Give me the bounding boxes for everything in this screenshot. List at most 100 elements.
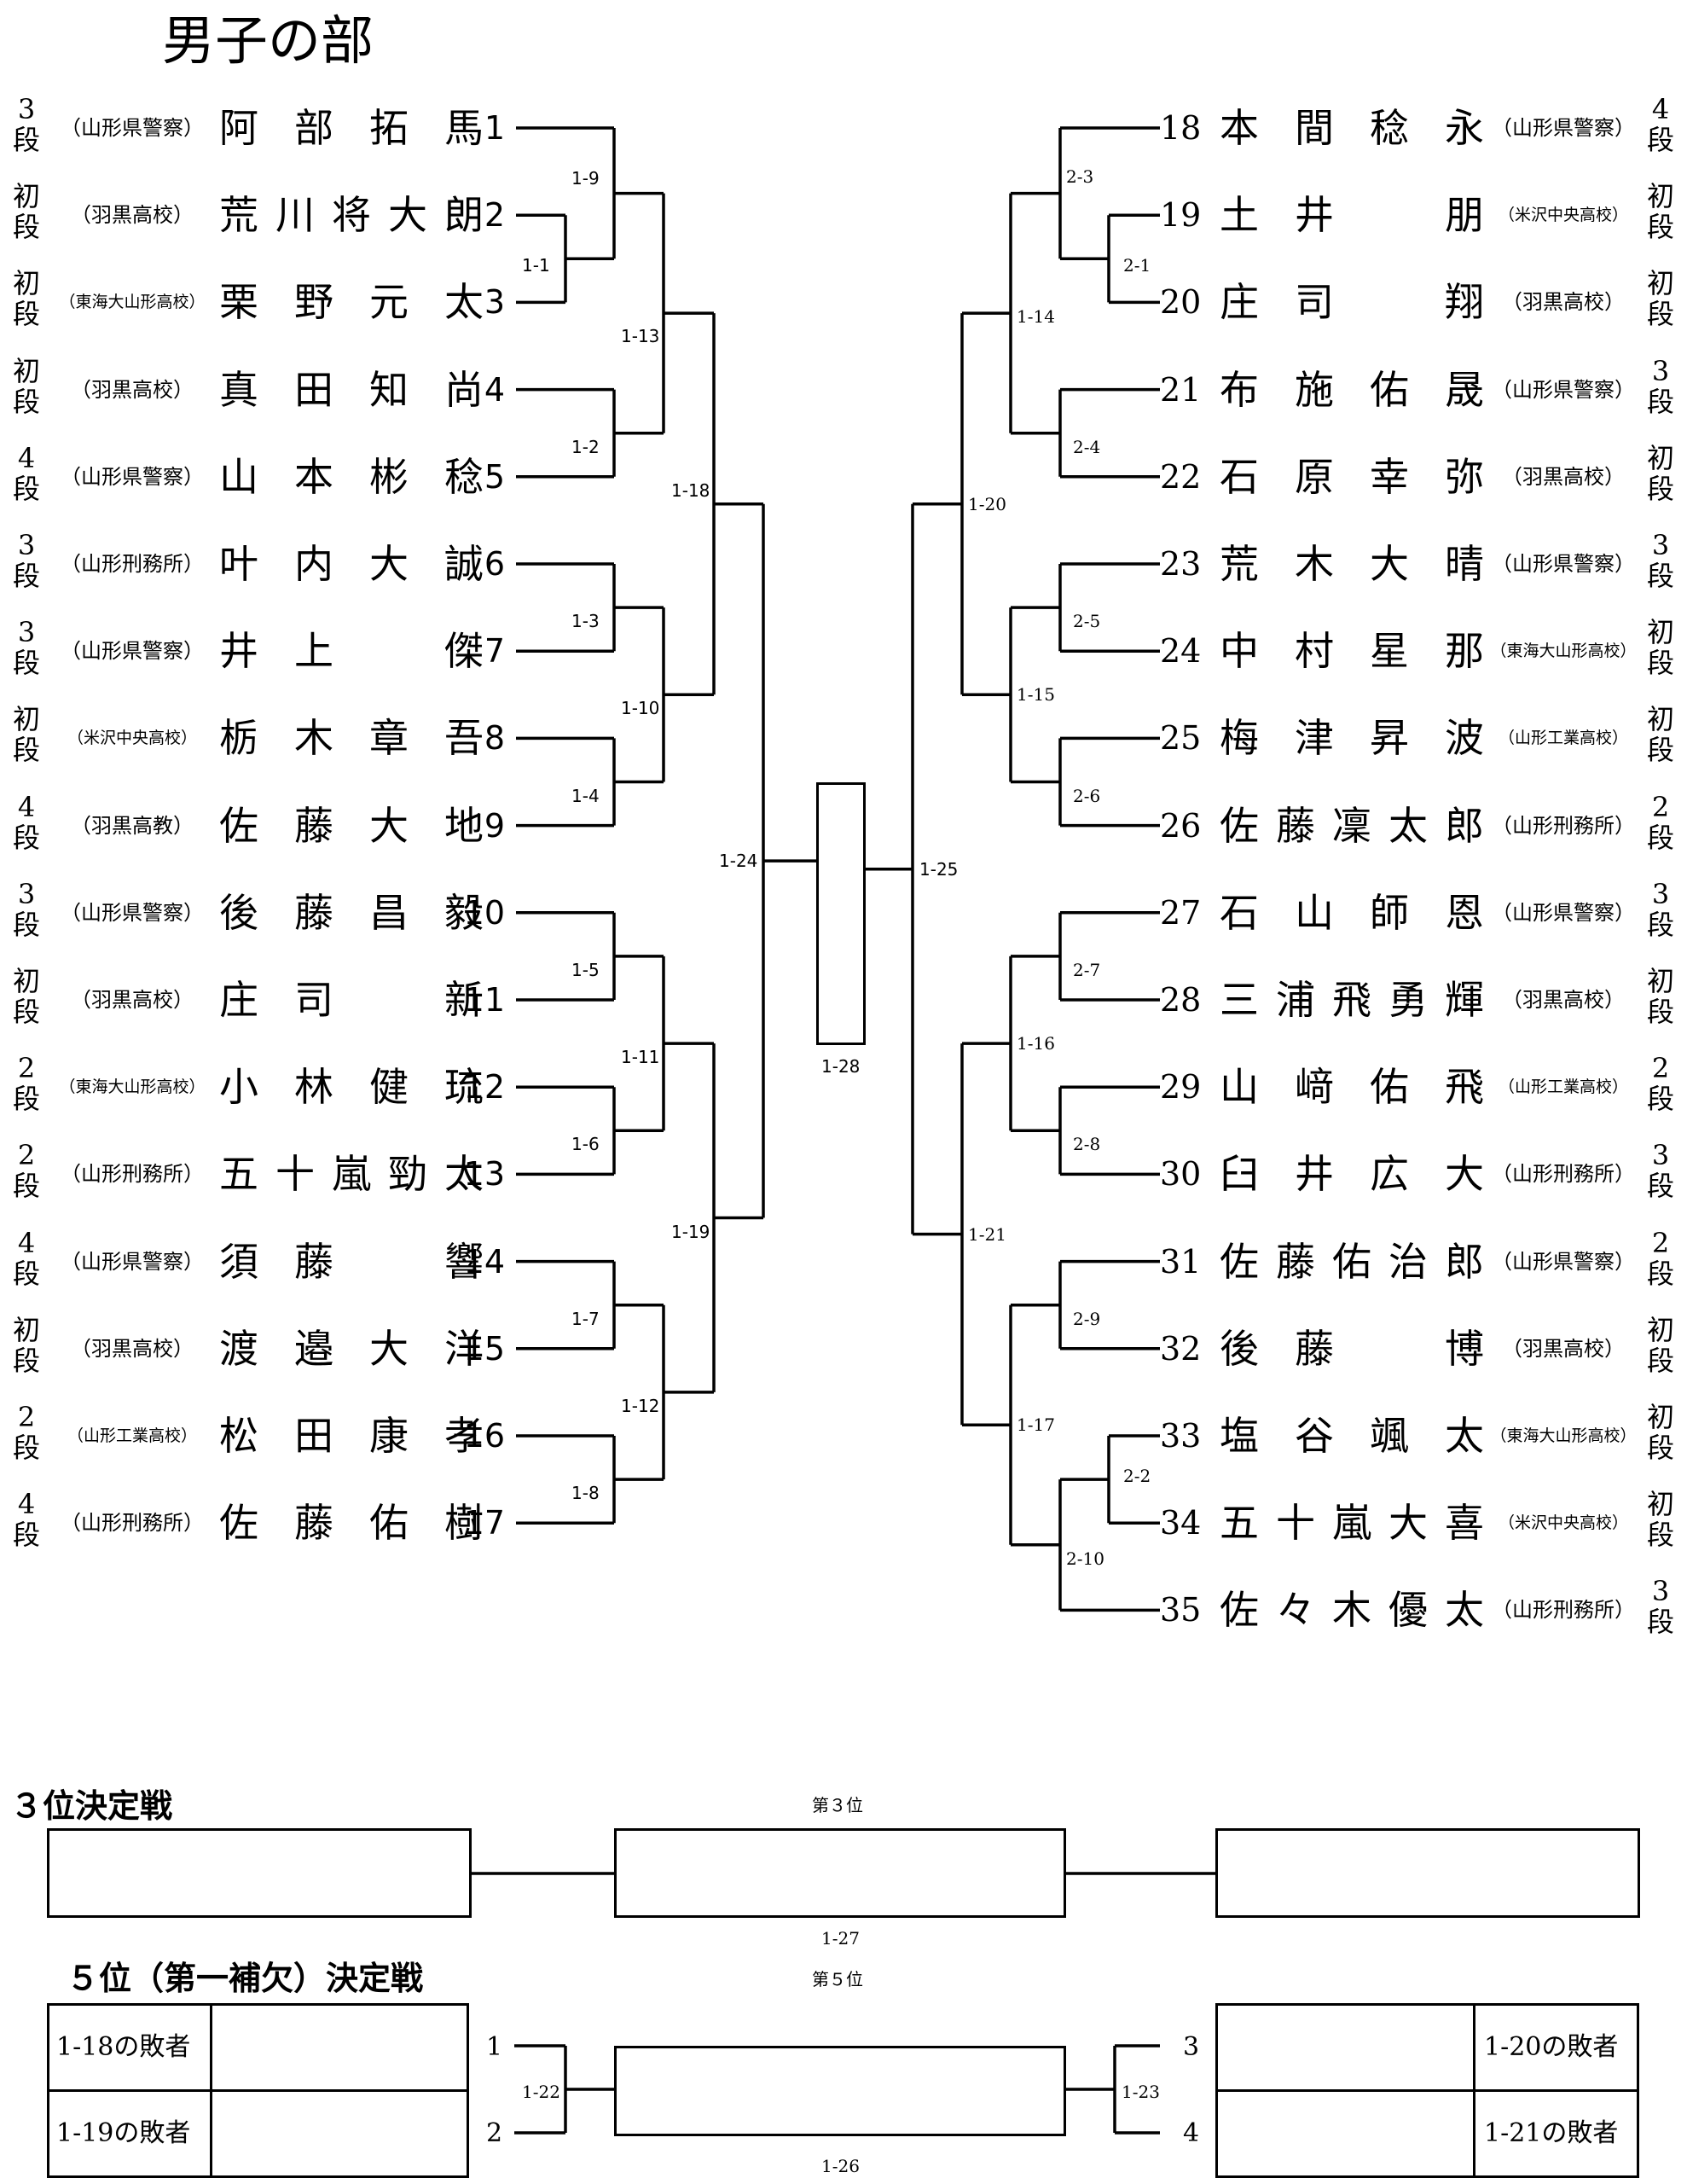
match-label-1-4: 1-4	[571, 785, 600, 806]
player-grade-30-part-1: 段	[1646, 1170, 1674, 1203]
player-team-15: （羽黒高校）	[71, 1336, 194, 1361]
match-label-1-5: 1-5	[571, 959, 600, 980]
player-number-28: 28	[1160, 981, 1202, 1019]
match-label-2-1: 2-1	[1123, 255, 1151, 276]
player-team-22: （羽黒高校）	[1502, 464, 1625, 489]
player-grade-19-part-1: 段	[1646, 211, 1674, 244]
player-team-18: （山形県警察）	[1492, 116, 1635, 140]
loser-1-18-label: 1-18の敗者	[56, 2032, 191, 2062]
fifth-right-box-bottom[interactable]	[1215, 2089, 1639, 2178]
player-number-16: 16	[463, 1417, 505, 1455]
match-label-1-18: 1-18	[671, 479, 710, 501]
player-team-8: （米沢中央高校）	[67, 729, 197, 748]
third-place-heading: ３位決定戦	[10, 1786, 173, 1825]
player-grade-8-part-0: 初	[12, 703, 40, 736]
match-label-2-5: 2-5	[1073, 611, 1101, 632]
player-team-25: （山形工業高校）	[1498, 729, 1628, 748]
player-name-5: 山本彬稔	[219, 453, 484, 500]
match-label-1-10: 1-10	[621, 698, 660, 719]
player-grade-15-part-0: 初	[12, 1313, 40, 1346]
third-place-right-box[interactable]	[1215, 1828, 1640, 1918]
fifth-left-box-bottom[interactable]	[47, 2089, 469, 2178]
player-grade-22-part-1: 段	[1646, 472, 1674, 505]
player-team-6: （山形刑務所）	[61, 552, 204, 576]
player-grade-13-part-1: 段	[12, 1170, 40, 1203]
player-grade-18-part-1: 段	[1646, 124, 1674, 156]
match-label-1-26: 1-26	[821, 2156, 860, 2176]
player-team-33: （東海大山形高校）	[1490, 1426, 1637, 1445]
player-number-14: 14	[463, 1242, 505, 1281]
match-label-1-1: 1-1	[522, 255, 550, 276]
player-name-25: 梅津昇波	[1220, 715, 1484, 762]
player-grade-23-part-1: 段	[1646, 560, 1674, 592]
match-label-1-11: 1-11	[621, 1047, 660, 1068]
player-team-35: （山形刑務所）	[1492, 1598, 1635, 1623]
match-label-1-14: 1-14	[1017, 306, 1055, 328]
player-grade-1-part-1: 段	[12, 124, 40, 156]
player-grade-12-part-0: 2	[17, 1052, 36, 1085]
fifth-place-center-box[interactable]	[614, 2046, 1066, 2136]
player-name-27: 石山師恩	[1220, 889, 1484, 936]
player-grade-14-part-1: 段	[12, 1257, 40, 1290]
player-name-28: 三浦飛勇輝	[1220, 977, 1484, 1023]
player-team-3: （東海大山形高校）	[59, 293, 206, 312]
player-grade-5-part-1: 段	[12, 472, 40, 505]
match-label-1-13: 1-13	[621, 326, 660, 347]
player-name-22: 石原幸弥	[1220, 453, 1484, 500]
player-name-2: 荒川将大朗	[219, 192, 484, 239]
player-number-10: 10	[463, 893, 505, 932]
player-grade-35-part-0: 3	[1651, 1575, 1670, 1608]
player-grade-16-part-1: 段	[12, 1432, 40, 1464]
match-label-1-19: 1-19	[671, 1221, 710, 1242]
match-label-2-6: 2-6	[1073, 785, 1101, 806]
player-grade-17-part-0: 4	[17, 1488, 36, 1521]
player-grade-33-part-0: 初	[1646, 1401, 1674, 1433]
final-box[interactable]	[816, 782, 866, 1045]
match-label-1-21: 1-21	[968, 1223, 1006, 1245]
player-team-10: （山形県警察）	[61, 900, 204, 925]
player-team-20: （羽黒高校）	[1502, 290, 1625, 315]
player-grade-1-part-0: 3	[17, 93, 36, 125]
match-label-1-7: 1-7	[571, 1308, 600, 1329]
player-name-24: 中村星那	[1220, 628, 1484, 675]
player-number-2: 2	[484, 196, 505, 235]
player-number-19: 19	[1160, 196, 1202, 235]
player-name-9: 佐藤大地	[219, 802, 484, 849]
player-grade-3-part-1: 段	[12, 298, 40, 331]
player-grade-6-part-0: 3	[17, 529, 36, 561]
player-grade-19-part-0: 初	[1646, 180, 1674, 213]
player-grade-31-part-0: 2	[1651, 1226, 1670, 1259]
player-grade-30-part-0: 3	[1651, 1139, 1670, 1172]
player-name-34: 五十嵐大喜	[1220, 1500, 1484, 1547]
fifth-place-heading: ５位（第一補欠）決定戦	[67, 1959, 424, 1997]
player-team-32: （羽黒高校）	[1502, 1336, 1625, 1361]
player-grade-24: 初段	[1634, 617, 1687, 678]
match-label-1-20: 1-20	[968, 493, 1006, 514]
third-place-center-box[interactable]	[614, 1828, 1066, 1918]
player-team-4: （羽黒高校）	[71, 377, 194, 402]
player-grade-32: 初段	[1634, 1315, 1687, 1376]
player-grade-22: 初段	[1634, 443, 1687, 504]
player-grade-20-part-0: 初	[1646, 267, 1674, 300]
player-number-29: 29	[1160, 1068, 1202, 1107]
player-team-29: （山形工業高校）	[1498, 1077, 1628, 1097]
player-number-20: 20	[1160, 283, 1202, 322]
player-name-3: 栗野元太	[219, 279, 484, 326]
player-grade-28-part-1: 段	[1646, 996, 1674, 1028]
player-team-5: （山形県警察）	[61, 464, 204, 489]
third-place-left-box[interactable]	[47, 1828, 472, 1918]
player-number-30: 30	[1160, 1155, 1202, 1194]
player-name-8: 栃木章吾	[219, 715, 484, 762]
player-name-17: 佐藤佑樹	[219, 1500, 484, 1547]
player-team-17: （山形刑務所）	[61, 1511, 204, 1536]
player-number-3: 3	[484, 283, 505, 322]
fifth-right-divider	[1473, 2003, 1475, 2178]
player-number-21: 21	[1160, 370, 1202, 409]
player-number-22: 22	[1160, 457, 1202, 496]
player-number-23: 23	[1160, 545, 1202, 583]
loser-1-19-label: 1-19の敗者	[56, 2118, 191, 2148]
player-number-1: 1	[484, 109, 505, 147]
